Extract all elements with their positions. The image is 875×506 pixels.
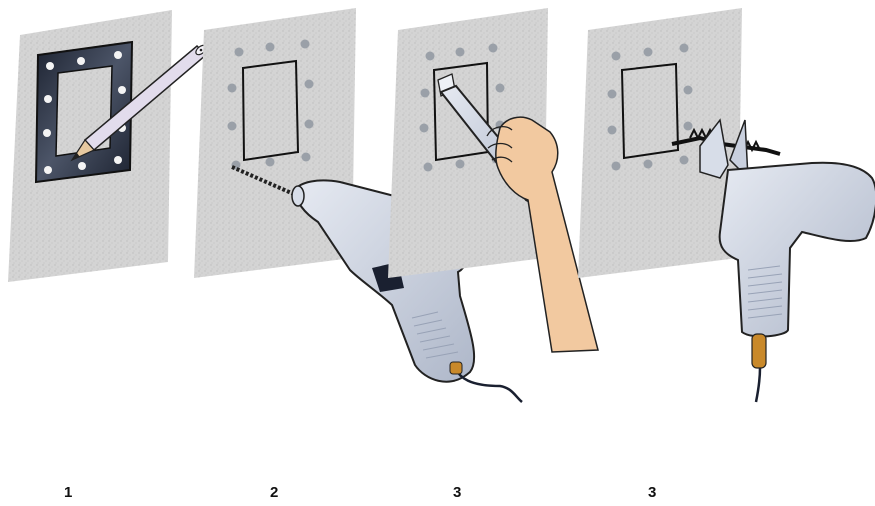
step-label-3: 3 (453, 484, 462, 501)
template-frame (34, 40, 134, 184)
drill-hole-markers (227, 39, 314, 170)
jigsaw-icon (671, 118, 875, 403)
step-label-1: 1 (64, 484, 73, 501)
wallboard-panel-4 (578, 8, 742, 278)
step-label-2: 2 (270, 484, 279, 501)
drill-hole-markers (607, 43, 693, 171)
panel-3-knife (388, 8, 599, 353)
panel-1-template-tracing (8, 10, 208, 282)
wallboard-panel-3 (388, 8, 548, 278)
hand-arm (486, 116, 599, 353)
cutout-outline (620, 62, 680, 160)
step-label-4: 3 (648, 484, 657, 501)
cutout-outline (241, 59, 300, 162)
panel-4-jigsaw (578, 8, 875, 403)
